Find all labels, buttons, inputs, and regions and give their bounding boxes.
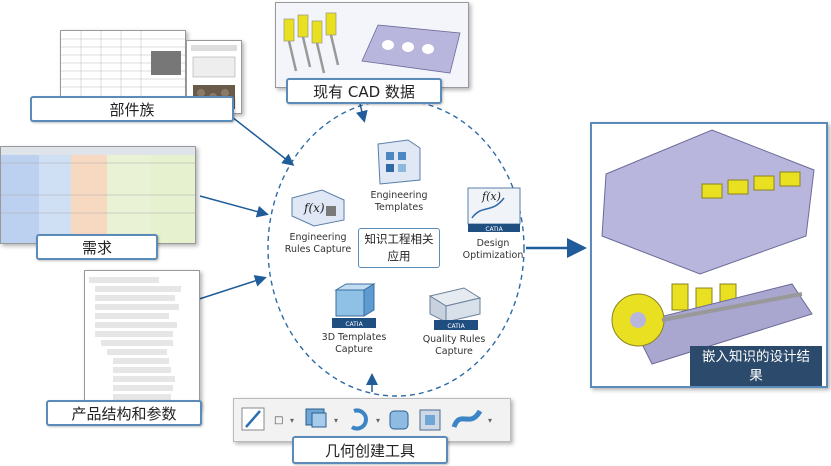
templates-3d-caption: 3D Templates Capture — [321, 332, 387, 355]
catia-badge-quality: CATIA — [447, 323, 465, 330]
arrow-requirements — [199, 195, 269, 218]
existing-cad-image — [275, 2, 469, 88]
result-engine-image — [590, 122, 828, 388]
existing-cad-label: 现有 CAD 数据 — [286, 78, 442, 104]
product-structure-label: 产品结构和参数 — [46, 400, 202, 426]
requirements-label: 需求 — [36, 234, 158, 260]
embedded-result-label: 嵌入知识的设计结果 — [690, 346, 822, 386]
catia-badge-3d: CATIA — [345, 321, 363, 328]
quality-rules-icon: CATIA — [428, 287, 482, 330]
design-optimization-item: f(x) CATIA Design Optimization — [456, 182, 532, 268]
engineering-rules-item: f(x) Engineering Rules Capture — [282, 186, 354, 266]
templates-3d-icon: CATIA — [332, 283, 376, 328]
engineering-rules-caption: Engineering Rules Capture — [284, 232, 352, 255]
engineering-templates-icon — [377, 139, 421, 185]
design-optimization-caption: Design Optimization — [462, 238, 524, 261]
revolve-tool-icon — [350, 408, 368, 431]
svg-text:▾: ▾ — [376, 416, 380, 425]
svg-text:▾: ▾ — [290, 416, 294, 425]
part-family-table-doc — [60, 30, 186, 98]
center-knowledge-label: 知识工程相关应用 — [358, 228, 440, 268]
catia-badge-optimization: CATIA — [485, 226, 503, 232]
svg-text:f(x): f(x) — [481, 190, 501, 203]
quality-rules-caption: Quality Rules Capture — [422, 334, 486, 357]
quality-rules-item: CATIA Quality Rules Capture — [414, 286, 494, 362]
svg-text:▾: ▾ — [488, 416, 492, 425]
engineering-templates-item: Engineering Templates — [368, 138, 430, 228]
extrude-tool-icon — [305, 408, 327, 428]
sweep-tool-icon — [451, 409, 483, 429]
part-family-label: 部件族 — [30, 96, 234, 122]
engineering-rules-icon: f(x) — [291, 189, 345, 227]
requirements-table-doc — [0, 146, 196, 244]
geometry-tools-label: 几何创建工具 — [292, 436, 448, 464]
product-structure-tree-doc — [84, 270, 200, 410]
loft-tool-icon — [389, 410, 409, 430]
templates-3d-item: CATIA 3D Templates Capture — [312, 282, 396, 360]
shell-tool-icon — [419, 409, 441, 431]
svg-text:▾: ▾ — [334, 416, 338, 425]
svg-text:f(x): f(x) — [303, 201, 325, 215]
arrow-product-structure — [189, 275, 267, 303]
engineering-templates-caption: Engineering Templates — [370, 190, 428, 213]
sketch-tool-icon — [241, 407, 265, 431]
svg-text:□: □ — [274, 415, 283, 426]
design-optimization-icon: f(x) CATIA — [467, 187, 521, 233]
